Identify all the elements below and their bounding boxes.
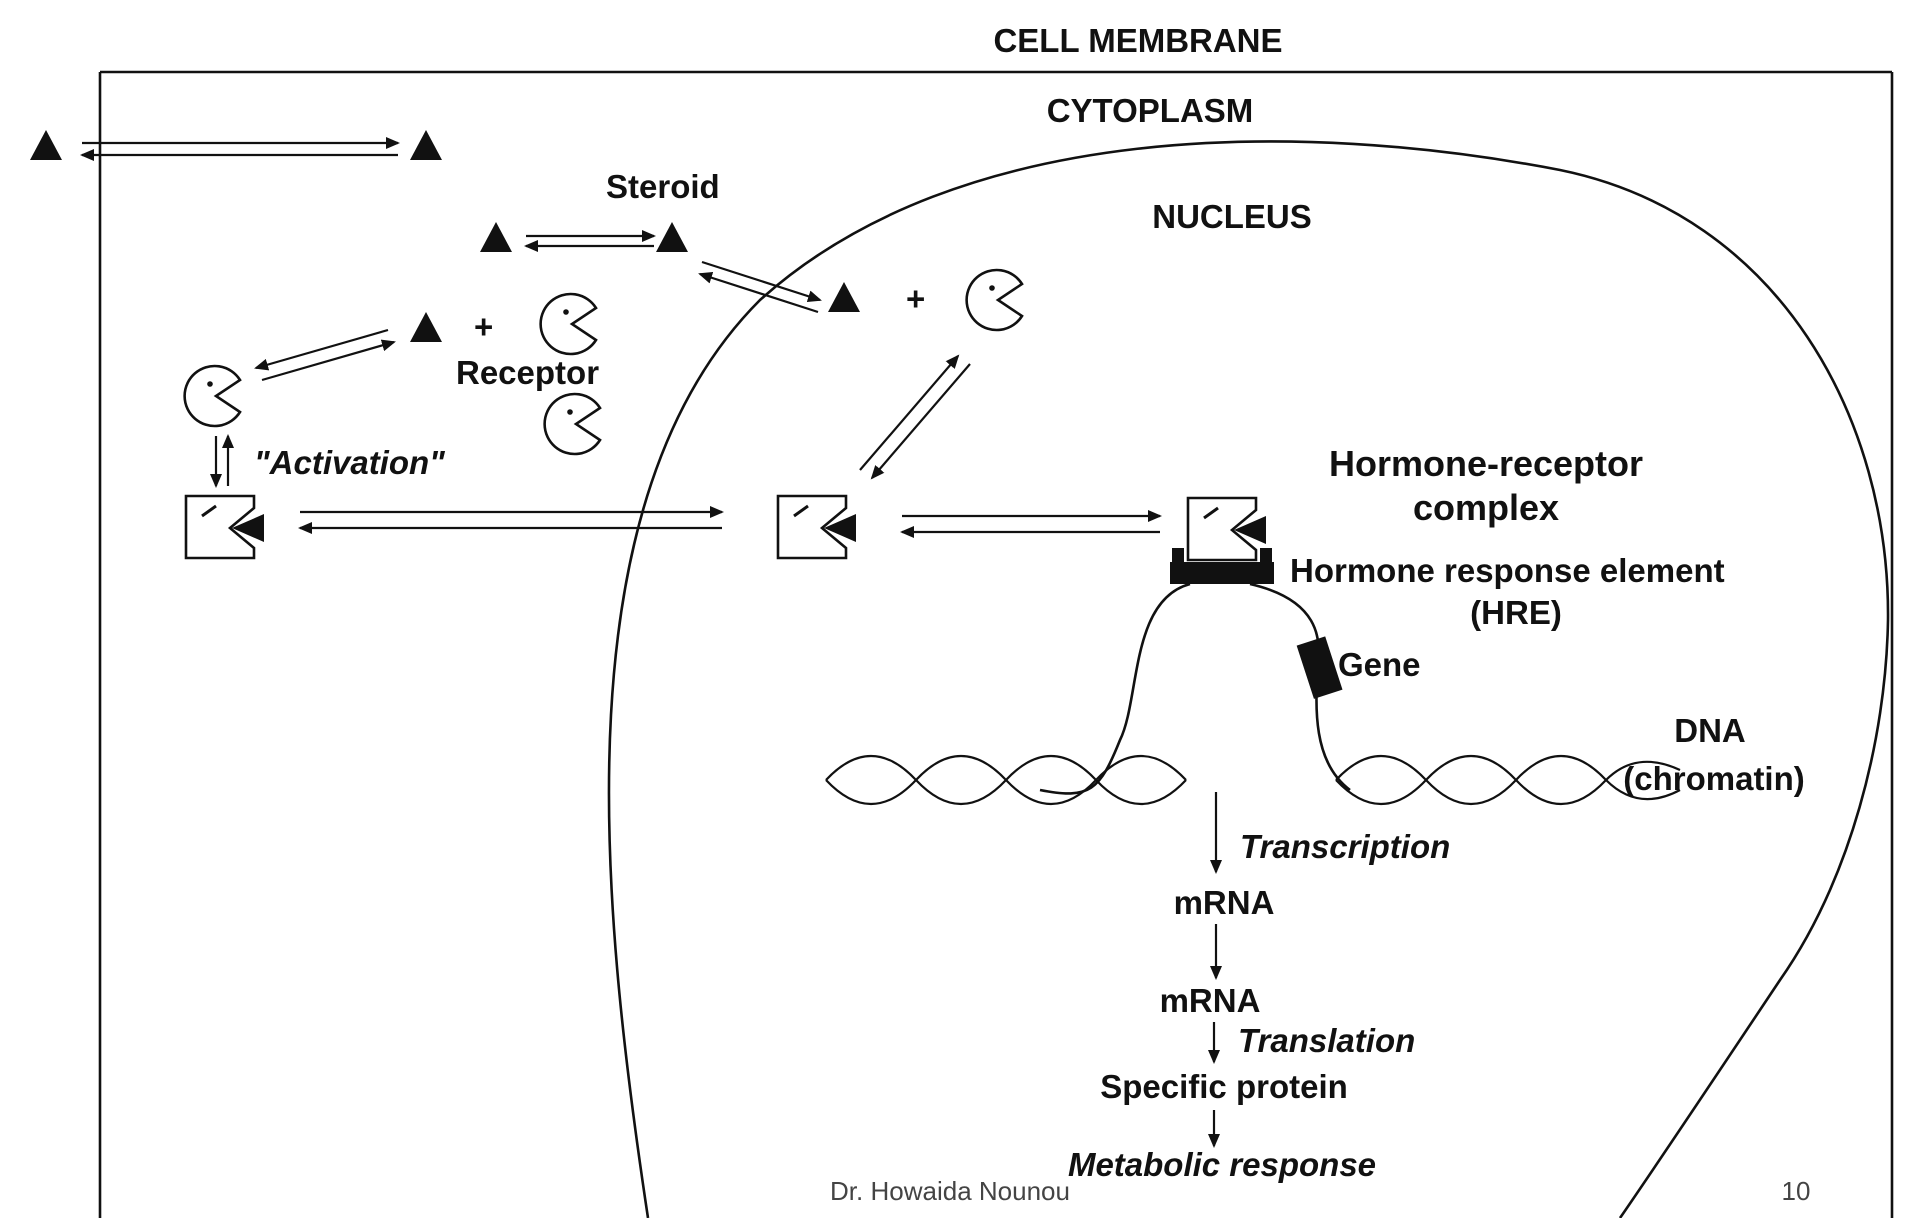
- steroid-label: Steroid: [606, 168, 720, 205]
- dna-binding-arrows: [902, 516, 1160, 532]
- steroid-nucleus-icon: [828, 282, 860, 312]
- chromatin-strand-b: [826, 756, 1186, 804]
- mrna-cytoplasm-label: mRNA: [1160, 982, 1261, 1019]
- nucleus-label: NUCLEUS: [1152, 198, 1312, 235]
- membrane-crossing-arrows: [82, 143, 398, 155]
- receptor-bound-icon: [185, 366, 240, 426]
- receptor-label: Receptor: [456, 354, 599, 391]
- steroid-cytoplasm-icon: [480, 222, 512, 252]
- steroid-near-nucleus-icon: [656, 222, 688, 252]
- activation-label: "Activation": [254, 444, 445, 481]
- hre-label-line1: Hormone response element: [1290, 552, 1725, 589]
- hre-label-line2: (HRE): [1470, 594, 1562, 631]
- cytoplasm-label: CYTOPLASM: [1047, 92, 1254, 129]
- complex-formation-arrows: [860, 356, 970, 478]
- nuclear-transport-arrows: [300, 512, 722, 528]
- steroid-inside-icon: [410, 130, 442, 160]
- nuclear-entry-arrows: [700, 262, 820, 312]
- receptor-cytoplasm-icon-top: [541, 294, 596, 354]
- metabolic-response-label: Metabolic response: [1068, 1146, 1376, 1183]
- hormone-receptor-complex-label-line2: complex: [1413, 487, 1559, 528]
- transcription-label: Transcription: [1240, 828, 1450, 865]
- specific-protein-label: Specific protein: [1100, 1068, 1348, 1105]
- gene-block-icon: [1297, 636, 1343, 699]
- cell-membrane-label: CELL MEMBRANE: [993, 22, 1282, 59]
- binding-arrows-cytoplasm: [256, 330, 394, 380]
- gene-label: Gene: [1338, 646, 1421, 683]
- dna-loop: [1040, 584, 1190, 793]
- steroid-shuttle-arrows: [526, 236, 654, 246]
- activated-complex-cytoplasm-icon: [186, 496, 264, 558]
- footer-page-number: 10: [1782, 1176, 1811, 1206]
- steroid-outside-icon: [30, 130, 62, 160]
- hormone-receptor-complex-icon: [1188, 498, 1266, 560]
- plus-sign-nucleus: +: [906, 280, 925, 317]
- footer-author: Dr. Howaida Nounou: [830, 1176, 1070, 1206]
- hormone-receptor-complex-label-line1: Hormone-receptor: [1329, 443, 1643, 484]
- receptor-nucleus-icon: [967, 270, 1022, 330]
- steroid-cytoplasm-binding-icon: [410, 312, 442, 342]
- mrna-nucleus-label: mRNA: [1174, 884, 1275, 921]
- receptor-cytoplasm-icon-bottom: [545, 394, 600, 454]
- dna-label-line1: DNA: [1674, 712, 1746, 749]
- activation-arrows: [216, 436, 228, 486]
- plus-sign-cytoplasm: +: [474, 308, 493, 345]
- activated-complex-nucleus-icon: [778, 496, 856, 558]
- cell-boundary: [100, 72, 1892, 1218]
- translation-label: Translation: [1238, 1022, 1415, 1059]
- dna-label-line2: (chromatin): [1623, 760, 1805, 797]
